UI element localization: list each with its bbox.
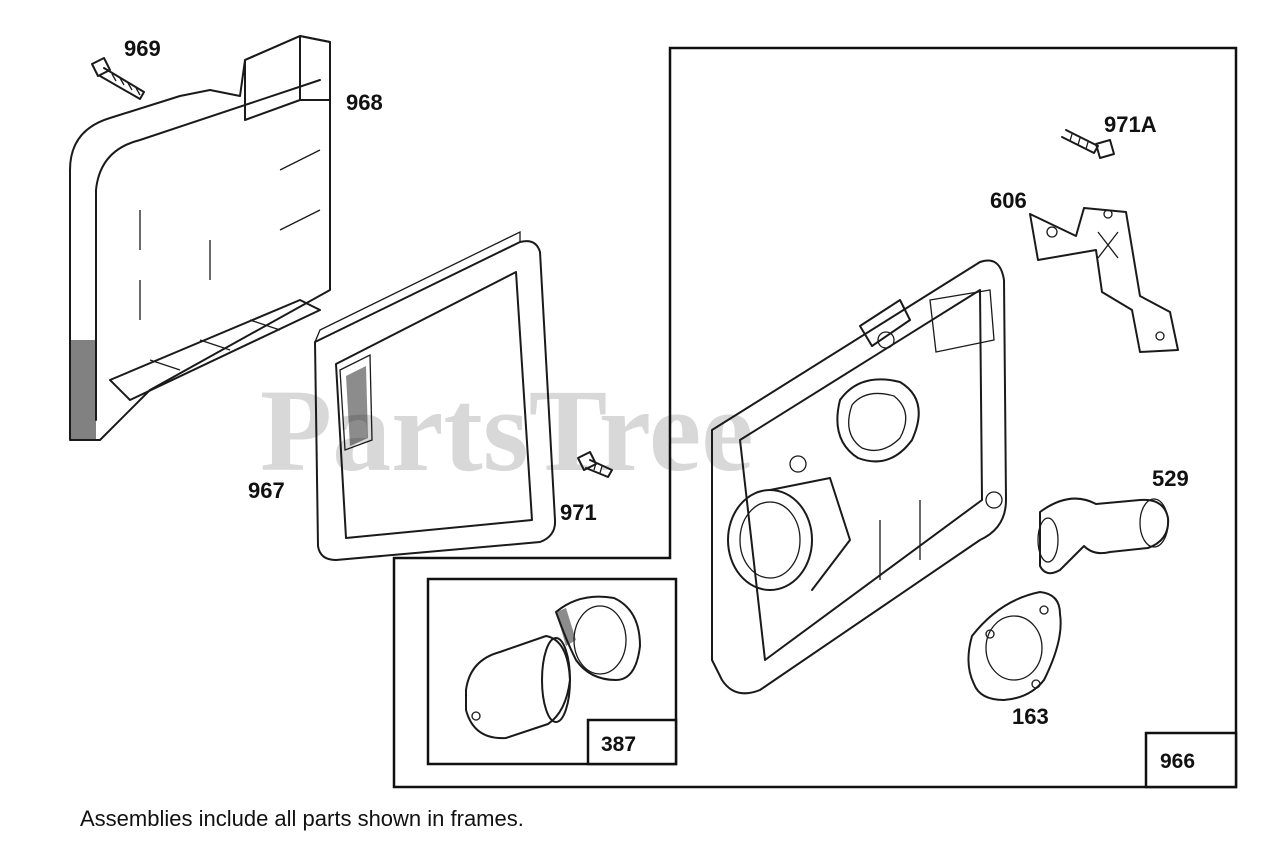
breather-tube-icon [1037, 497, 1170, 575]
callout-968: 968 [346, 90, 383, 115]
assembly-frame-966 [392, 46, 1238, 789]
bolt-icon [1061, 129, 1115, 159]
air-cleaner-base-icon [711, 259, 1007, 695]
callout-163: 163 [1012, 704, 1049, 729]
gasket-icon [967, 591, 1062, 701]
callout-967: 967 [248, 478, 285, 503]
callout-971a: 971A [1104, 112, 1157, 137]
callout-606: 606 [990, 188, 1027, 213]
assembly-frame-387 [426, 577, 678, 766]
bolt-icon [577, 451, 613, 478]
pre-cleaner-icon [465, 595, 641, 740]
air-cleaner-base-icon [69, 35, 331, 441]
air-filter-icon [314, 230, 557, 561]
footnote: Assemblies include all parts shown in fr… [80, 806, 524, 831]
label-box-387 [586, 718, 678, 766]
callout-529: 529 [1152, 466, 1189, 491]
callout-966: 966 [1160, 750, 1195, 773]
label-box-966 [1144, 731, 1238, 789]
callout-969: 969 [124, 36, 161, 61]
bolt-icon [91, 57, 145, 100]
callout-971: 971 [560, 500, 597, 525]
callout-387: 387 [601, 733, 636, 756]
bracket-icon [1029, 207, 1179, 353]
watermark: PartsTree [260, 365, 754, 496]
